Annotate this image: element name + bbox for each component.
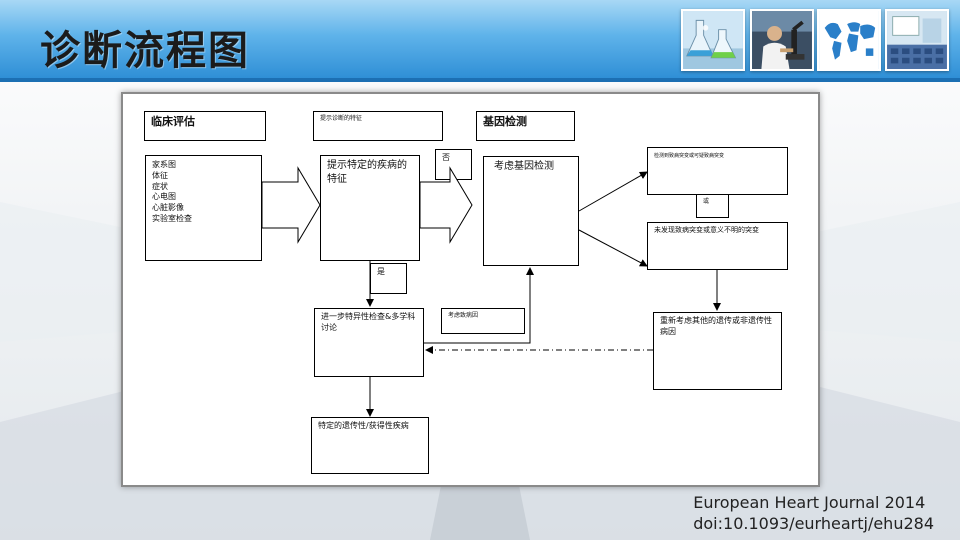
no-label-box: 否 xyxy=(435,149,472,180)
header-divider xyxy=(0,78,960,82)
header-banner: 诊断流程图 xyxy=(0,0,960,78)
clinical-item: 心脏影像 xyxy=(152,203,184,213)
consider-cause-box: 考虑致病因 xyxy=(441,308,525,334)
final-diagnosis-box: 特定的遗传性/获得性疾病 xyxy=(311,417,429,474)
reconsider-causes-box: 重新考虑其他的遗传或非遗传性病因 xyxy=(653,312,782,390)
clinical-evaluation-box: 临床评估 xyxy=(144,111,266,141)
clinical-item: 症状 xyxy=(152,181,168,191)
no-mutation-box: 未发现致病突变或意义不明的突变 xyxy=(647,222,788,270)
slide-title: 诊断流程图 xyxy=(40,28,250,74)
lab-flask-icon xyxy=(681,9,745,71)
scientist-microscope-icon xyxy=(750,9,814,71)
further-tests-box: 进一步特异性检查&多学科讨论 xyxy=(314,308,424,377)
diagnostic-features-header-box: 提示诊断的特征 xyxy=(313,111,443,141)
clinical-item: 心电图 xyxy=(152,192,176,202)
clinical-item: 体征 xyxy=(152,170,168,180)
yes-label-box: 是 xyxy=(370,263,407,294)
consider-genetic-testing-box: 考虑基因检测 xyxy=(483,156,579,266)
mutation-detected-box: 检测到致病突变或可疑致病突变 xyxy=(647,147,788,195)
clinical-item: 家系图 xyxy=(152,160,176,169)
citation-journal: European Heart Journal 2014 xyxy=(693,493,926,512)
clinical-items-box: 家系图 体征 症状 心电图 心脏影像 实验室检查 xyxy=(145,155,262,261)
conference-room-icon xyxy=(885,9,949,71)
or-label-box: 或 xyxy=(696,194,729,218)
citation: European Heart Journal 2014 doi:10.1093/… xyxy=(693,492,934,534)
clinical-item: 实验室检查 xyxy=(152,213,192,223)
suggestive-features-box: 提示特定的疾病的特征 xyxy=(320,155,420,261)
world-map-icon xyxy=(817,9,881,71)
genetic-testing-header-box: 基因检测 xyxy=(476,111,575,141)
citation-doi: doi:10.1093/eurheartj/ehu284 xyxy=(693,514,934,533)
